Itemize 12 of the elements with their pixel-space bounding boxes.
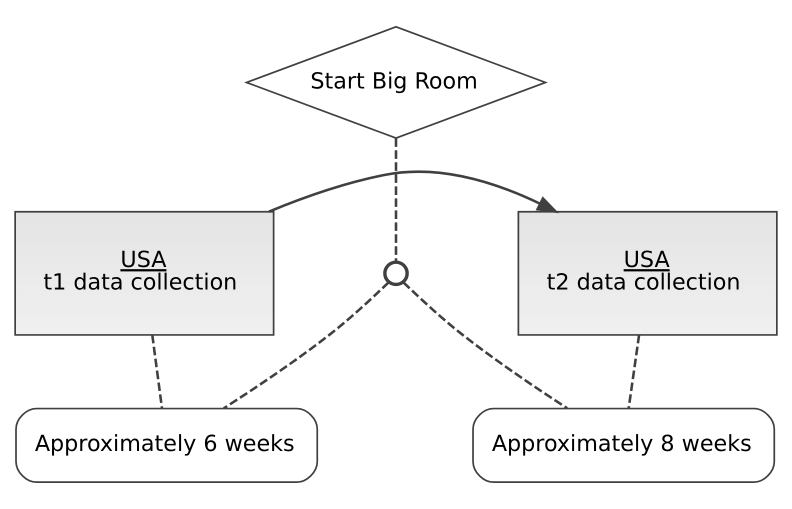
node-box: USA t2 data collection — [518, 210, 778, 336]
arrow — [268, 170, 560, 214]
node-diamond: Start Big Room — [244, 26, 548, 140]
node-box: USA t1 data collection — [14, 210, 274, 336]
node-circle — [383, 260, 409, 286]
node-box: Approximately 6 weeks — [15, 408, 318, 483]
connector — [402, 281, 568, 410]
connector — [394, 138, 398, 262]
connector — [151, 334, 164, 409]
connector — [627, 334, 640, 409]
connector — [223, 282, 390, 410]
node-box: Approximately 8 weeks — [472, 408, 776, 483]
